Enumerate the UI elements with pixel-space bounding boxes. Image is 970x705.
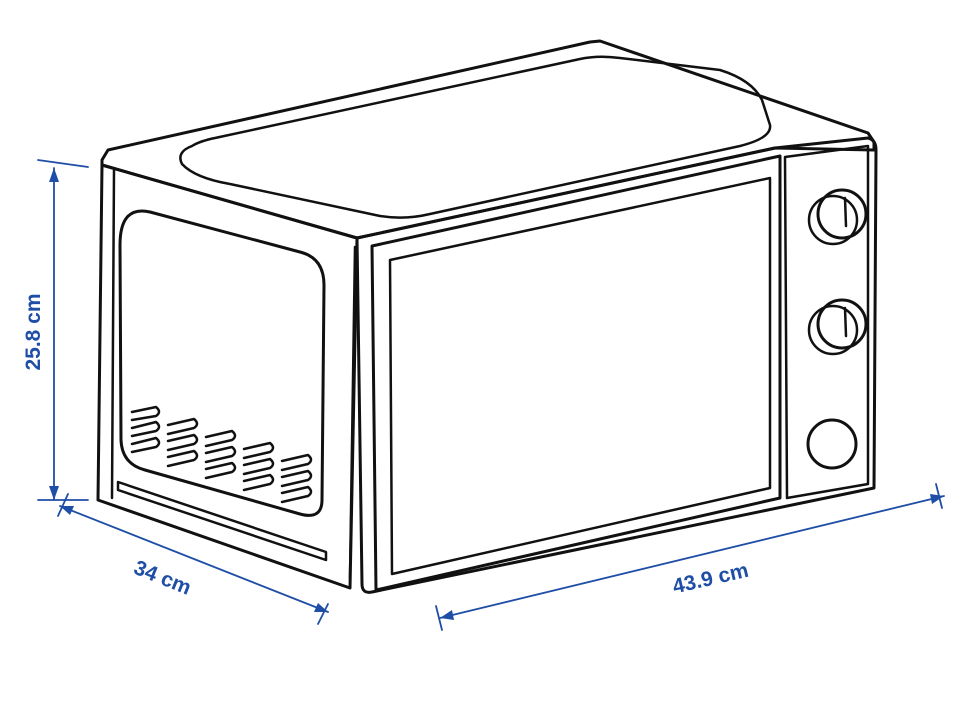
timer-knob-icon (807, 188, 868, 246)
depth-dimension: 34 cm (57, 493, 329, 625)
side-edge (110, 168, 357, 580)
door-button-icon (806, 418, 858, 470)
control-panel (783, 144, 870, 500)
height-label: 25.8 cm (22, 293, 45, 370)
side-trim (116, 480, 328, 562)
side-window (118, 209, 326, 517)
microwave-oven-icon (96, 39, 878, 594)
power-knob-icon (807, 298, 868, 356)
door-outer (370, 154, 782, 592)
top-panel (179, 55, 772, 219)
front-face (355, 136, 878, 594)
depth-label: 34 cm (131, 556, 195, 600)
height-dimension: 25.8 cm (22, 159, 89, 501)
door-window (388, 176, 772, 576)
vent-grille (130, 405, 313, 504)
width-label: 43.9 cm (670, 559, 750, 599)
side-face (96, 163, 359, 590)
